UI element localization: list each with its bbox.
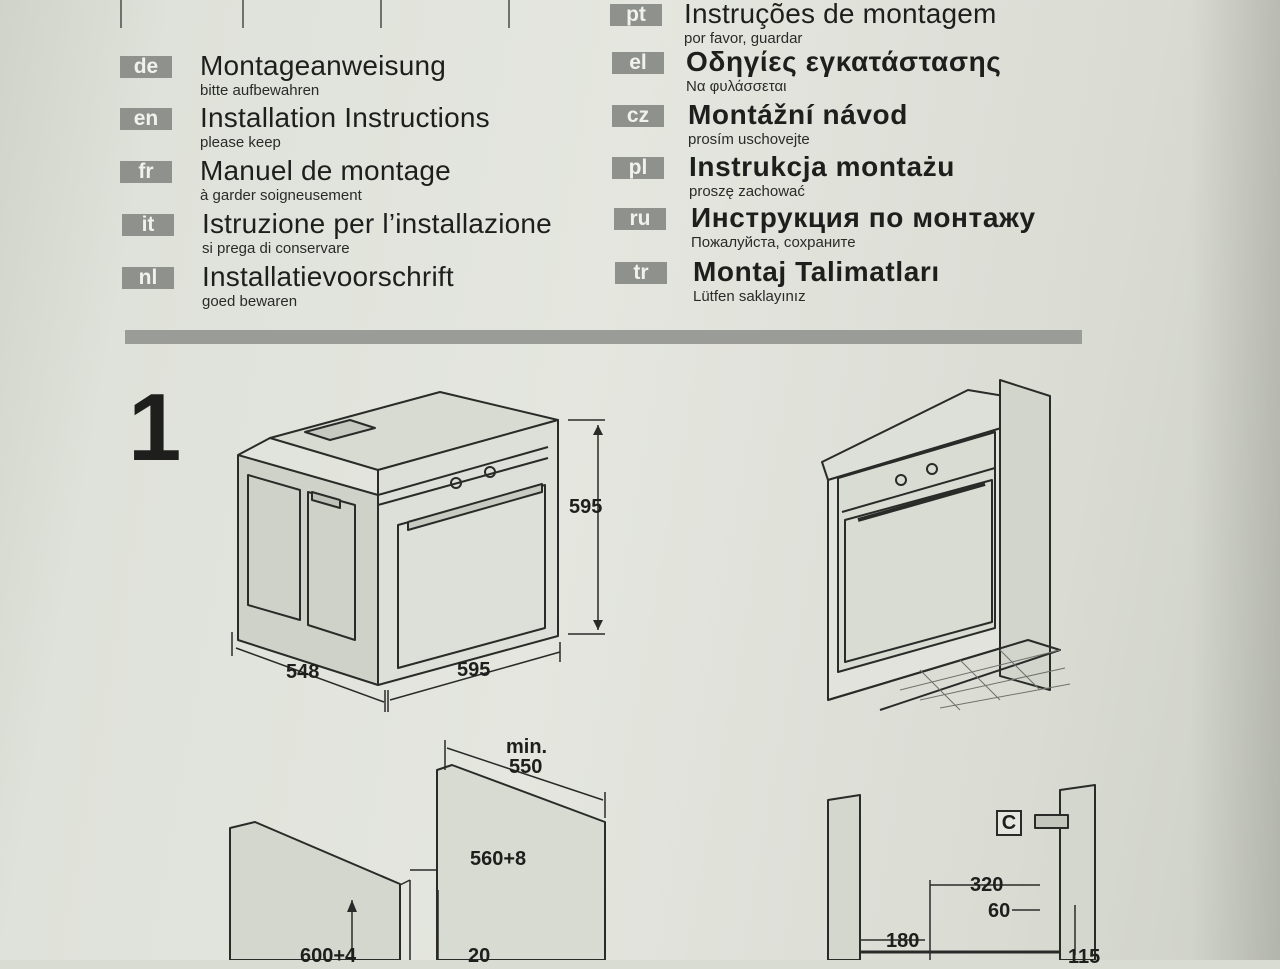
lang-title: Instruções de montagem bbox=[684, 0, 997, 29]
lang-title: Instrukcja montażu bbox=[689, 151, 955, 182]
lang-badge: fr bbox=[120, 161, 172, 183]
lang-row-tr: tr Montaj Talimatları Lütfen saklayınız bbox=[615, 256, 1075, 312]
lang-subtitle: à garder soigneusement bbox=[200, 187, 362, 204]
dim-60: 60 bbox=[988, 900, 1011, 922]
lang-badge: de bbox=[120, 56, 172, 78]
oven-iso-drawing bbox=[231, 391, 605, 712]
section-divider bbox=[125, 330, 1082, 344]
dim-180: 180 bbox=[886, 930, 920, 952]
cabinet-side-drawing bbox=[827, 784, 1096, 960]
lang-row-pl: pl Instrukcja montażu proszę zachować bbox=[612, 151, 1072, 207]
dim-c-marker: C bbox=[996, 810, 1022, 836]
niche-drawing bbox=[229, 740, 606, 960]
lang-subtitle: please keep bbox=[200, 134, 281, 151]
lang-title: Montaj Talimatları bbox=[693, 256, 940, 287]
lang-row-cz: cz Montážní návod prosím uschovejte bbox=[612, 99, 1072, 155]
dim-width: 595 bbox=[457, 659, 491, 681]
lang-row-it: it Istruzione per l’installazione si pre… bbox=[122, 208, 612, 264]
lang-subtitle: proszę zachować bbox=[689, 183, 805, 200]
lang-subtitle: por favor, guardar bbox=[684, 30, 803, 47]
lang-subtitle: Να φυλάσσεται bbox=[686, 78, 787, 95]
lang-row-nl: nl Installatievoorschrift goed bewaren bbox=[122, 261, 602, 317]
dim-niche-width: 560+8 bbox=[470, 848, 527, 870]
dim-min-value: 550 bbox=[509, 756, 543, 778]
dim-115: 115 bbox=[1068, 946, 1101, 968]
lang-badge: pt bbox=[610, 4, 662, 26]
dim-depth: 548 bbox=[286, 661, 320, 683]
lang-badge: cz bbox=[612, 105, 664, 127]
lang-title: Οδηγίες εγκατάστασης bbox=[686, 46, 1002, 77]
dim-320: 320 bbox=[970, 874, 1004, 896]
lang-title: Istruzione per l’installazione bbox=[202, 208, 552, 239]
lang-badge: en bbox=[120, 108, 172, 130]
built-in-oven-drawing bbox=[821, 379, 1071, 711]
lang-row-ru: ru Инструкция по монтажу Пожалуйста, сох… bbox=[614, 202, 1084, 258]
lang-title: Инструкция по монтажу bbox=[691, 202, 1036, 233]
lang-badge: pl bbox=[612, 157, 664, 179]
lang-subtitle: prosím uschovejte bbox=[688, 131, 810, 148]
lang-badge: nl bbox=[122, 267, 174, 289]
lang-subtitle: goed bewaren bbox=[202, 293, 298, 310]
lang-row-el: el Οδηγίες εγκατάστασης Να φυλάσσεται bbox=[612, 46, 1072, 102]
lang-row-en: en Installation Instructions please keep bbox=[120, 102, 600, 158]
dim-min-label: min. bbox=[506, 736, 548, 758]
lang-subtitle: Пожалуйста, сохраните bbox=[691, 234, 856, 251]
lang-row-de: de Montageanweisung bitte aufbewahren bbox=[120, 50, 600, 106]
lang-badge: tr bbox=[615, 262, 667, 284]
step-number: 1 bbox=[128, 374, 182, 481]
lang-badge: it bbox=[122, 214, 174, 236]
top-frame-lines bbox=[120, 0, 540, 30]
lang-title: Installation Instructions bbox=[200, 102, 490, 133]
lang-title: Montážní návod bbox=[688, 99, 908, 130]
lang-title: Installatievoorschrift bbox=[202, 261, 454, 292]
lang-badge: ru bbox=[614, 208, 666, 230]
lang-subtitle: bitte aufbewahren bbox=[200, 82, 320, 99]
lang-title: Montageanweisung bbox=[200, 50, 447, 81]
dim-height: 595 bbox=[569, 496, 603, 518]
dim-gap: 20 bbox=[468, 945, 491, 967]
lang-title: Manuel de montage bbox=[200, 155, 451, 186]
lang-subtitle: Lütfen saklayınız bbox=[693, 288, 806, 305]
lang-row-pt: pt Instruções de montagem por favor, gua… bbox=[610, 0, 1070, 54]
dim-niche-height: 600+4 bbox=[300, 945, 357, 967]
lang-row-fr: fr Manuel de montage à garder soigneusem… bbox=[120, 155, 600, 211]
lang-badge: el bbox=[612, 52, 664, 74]
paper-shadow bbox=[1190, 0, 1280, 960]
lang-subtitle: si prega di conservare bbox=[202, 240, 350, 257]
